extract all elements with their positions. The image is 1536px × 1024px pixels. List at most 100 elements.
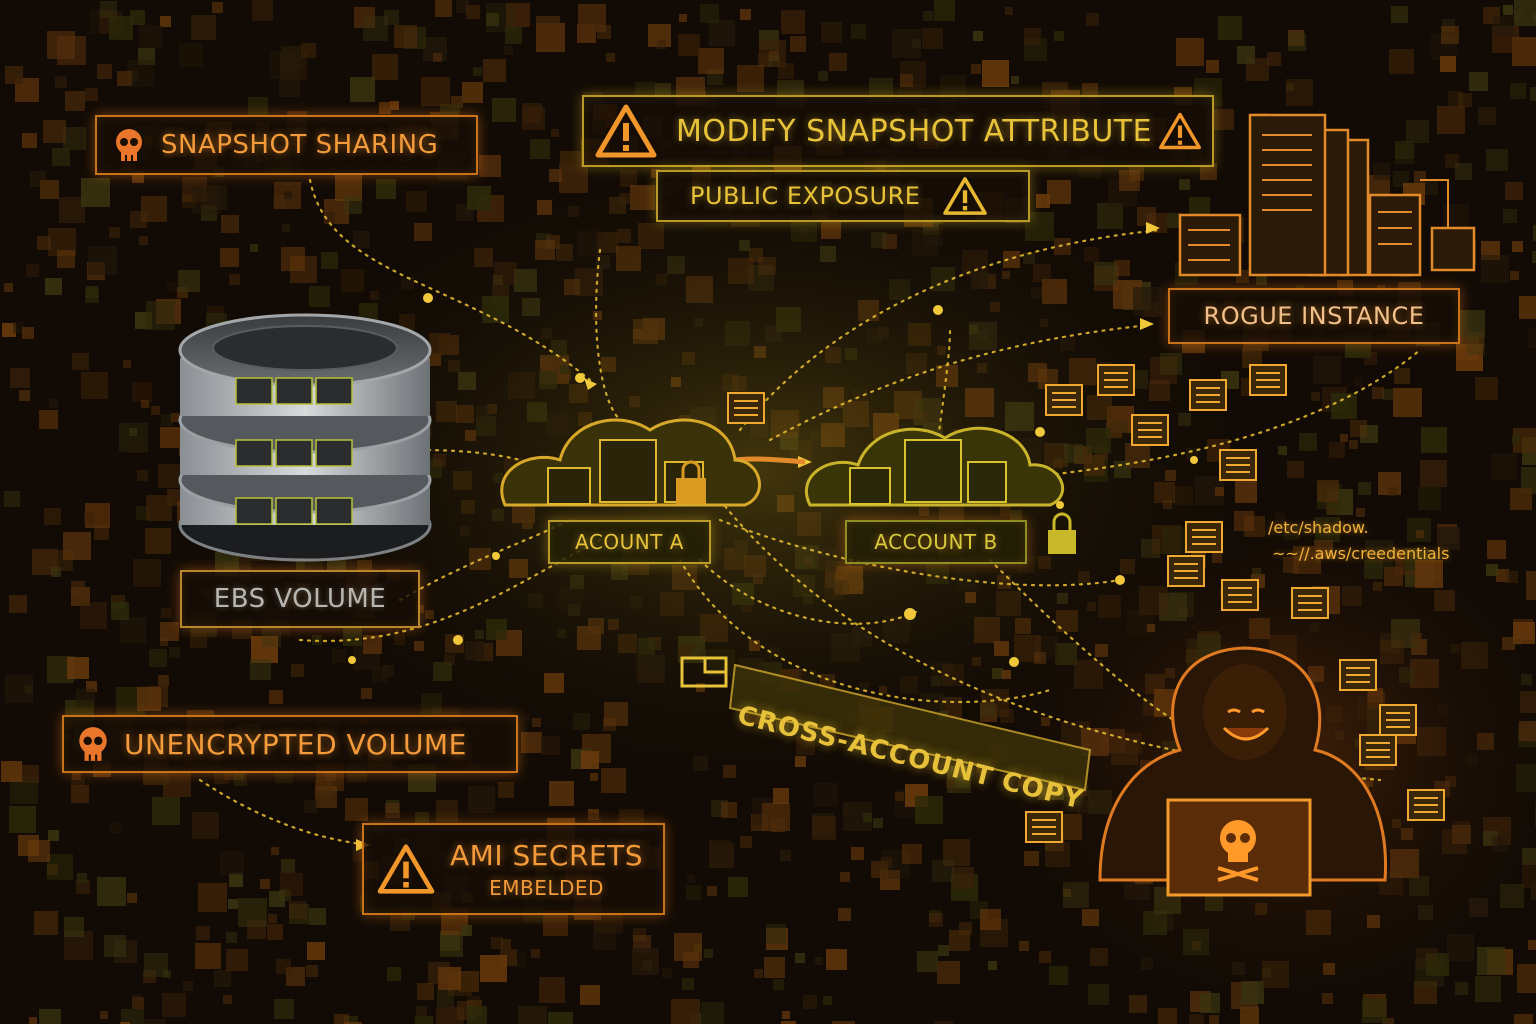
pixel-tile [1395, 141, 1413, 159]
pixel-tile [64, 917, 84, 937]
pixel-tile [1287, 461, 1304, 478]
pixel-tile [590, 773, 598, 781]
pixel-tile [1443, 204, 1469, 230]
pixel-tile [946, 779, 955, 788]
pixel-tile [289, 904, 309, 924]
pixel-tile [1445, 154, 1459, 168]
pixel-tile [1532, 251, 1536, 263]
pixel-tile [226, 932, 237, 943]
pixel-tile [1088, 984, 1109, 1005]
copy-icon [680, 656, 728, 688]
pixel-tile [281, 46, 303, 68]
pixel-tile [1267, 52, 1281, 66]
pixel-tile [479, 155, 501, 177]
pixel-tile [248, 97, 268, 117]
copy-banner [728, 663, 1092, 792]
pixel-tile [22, 327, 34, 339]
pixel-tile [1206, 60, 1219, 73]
pixel-tile [1349, 440, 1358, 449]
pixel-tile [698, 48, 724, 74]
pixel-tile [531, 949, 540, 958]
skull-icon [111, 127, 147, 163]
pixel-tile [560, 151, 580, 171]
pixel-tile [138, 48, 155, 65]
ami-secrets-label: AMI SECRETS EMBELDED [362, 823, 665, 915]
pixel-tile [179, 43, 203, 67]
pixel-tile [29, 1017, 37, 1024]
pixel-tile [881, 857, 892, 868]
pixel-tile [269, 891, 285, 907]
pixel-tile [43, 120, 66, 143]
pixel-tile [160, 638, 168, 646]
pixel-tile [198, 883, 227, 912]
pixel-tile [77, 873, 87, 883]
pixel-tile [971, 64, 981, 74]
pixel-tile [100, 1, 117, 18]
pixel-tile [1491, 454, 1517, 480]
pixel-tile [780, 850, 791, 861]
cloud-icon [500, 418, 761, 507]
pixel-tile [141, 1019, 166, 1024]
pixel-tile [773, 788, 789, 804]
pixel-tile [1505, 182, 1523, 200]
pixel-tile [466, 5, 480, 19]
pixel-tile [829, 53, 847, 71]
pixel-tile [279, 889, 291, 901]
pixel-tile [195, 943, 221, 969]
pixel-tile [151, 406, 160, 415]
pixel-tile [406, 191, 427, 212]
pixel-tile [1440, 56, 1456, 72]
pixel-tile [840, 872, 850, 882]
pixel-tile [4, 283, 13, 292]
pixel-tile [284, 191, 292, 199]
pixel-tile [65, 91, 85, 111]
pixel-tile [171, 413, 180, 422]
pixel-tile [315, 779, 333, 797]
flow-dots [348, 293, 1198, 667]
pixel-tile [220, 248, 239, 267]
pixel-tile [1512, 435, 1520, 443]
pixel-tile [146, 495, 172, 521]
pixel-tile [97, 877, 126, 906]
pixel-tile [1299, 433, 1317, 451]
pixel-tile [127, 893, 137, 903]
pixel-tile [81, 178, 110, 207]
rogue-instance-label: ROGUE INSTANCE [1168, 288, 1460, 344]
pixel-tile [1019, 941, 1029, 951]
modify-snapshot-text: MODIFY SNAPSHOT ATTRIBUTE [676, 113, 1153, 149]
pixel-tile [267, 924, 283, 940]
pixel-tile [486, 3, 515, 32]
pixel-tile [1158, 1008, 1177, 1024]
pixel-tile [178, 270, 200, 292]
pixel-tile [1466, 336, 1485, 355]
pixel-tile [63, 532, 91, 560]
pixel-tile [52, 148, 70, 166]
pixel-tile [1311, 392, 1320, 401]
pixel-tile [934, 0, 955, 21]
pixel-tile [1382, 1018, 1394, 1024]
pixel-tile [1391, 6, 1408, 23]
pixel-tile [803, 995, 817, 1009]
pixel-tile [952, 867, 974, 889]
pixel-tile [1005, 7, 1013, 15]
pixel-tile [353, 847, 362, 856]
pixel-tile [372, 54, 398, 80]
pixel-tile [1389, 49, 1414, 74]
pixel-tile [1189, 197, 1210, 218]
pixel-tile [543, 911, 568, 936]
pixel-tile [269, 690, 283, 704]
pixel-tile [522, 103, 542, 123]
pixel-tile [1011, 76, 1019, 84]
pixel-tile [764, 957, 785, 978]
pixel-tile [929, 910, 941, 922]
pixel-tile [130, 211, 147, 228]
pixel-tile [214, 970, 231, 987]
pixel-tile [1469, 72, 1488, 91]
pixel-tile [282, 224, 290, 232]
pixel-tile [740, 836, 752, 848]
pixel-tile [687, 875, 695, 883]
pixel-tile [161, 414, 173, 426]
pixel-tile [379, 102, 391, 114]
pixel-tile [1481, 255, 1509, 283]
pixel-tile [851, 24, 866, 39]
